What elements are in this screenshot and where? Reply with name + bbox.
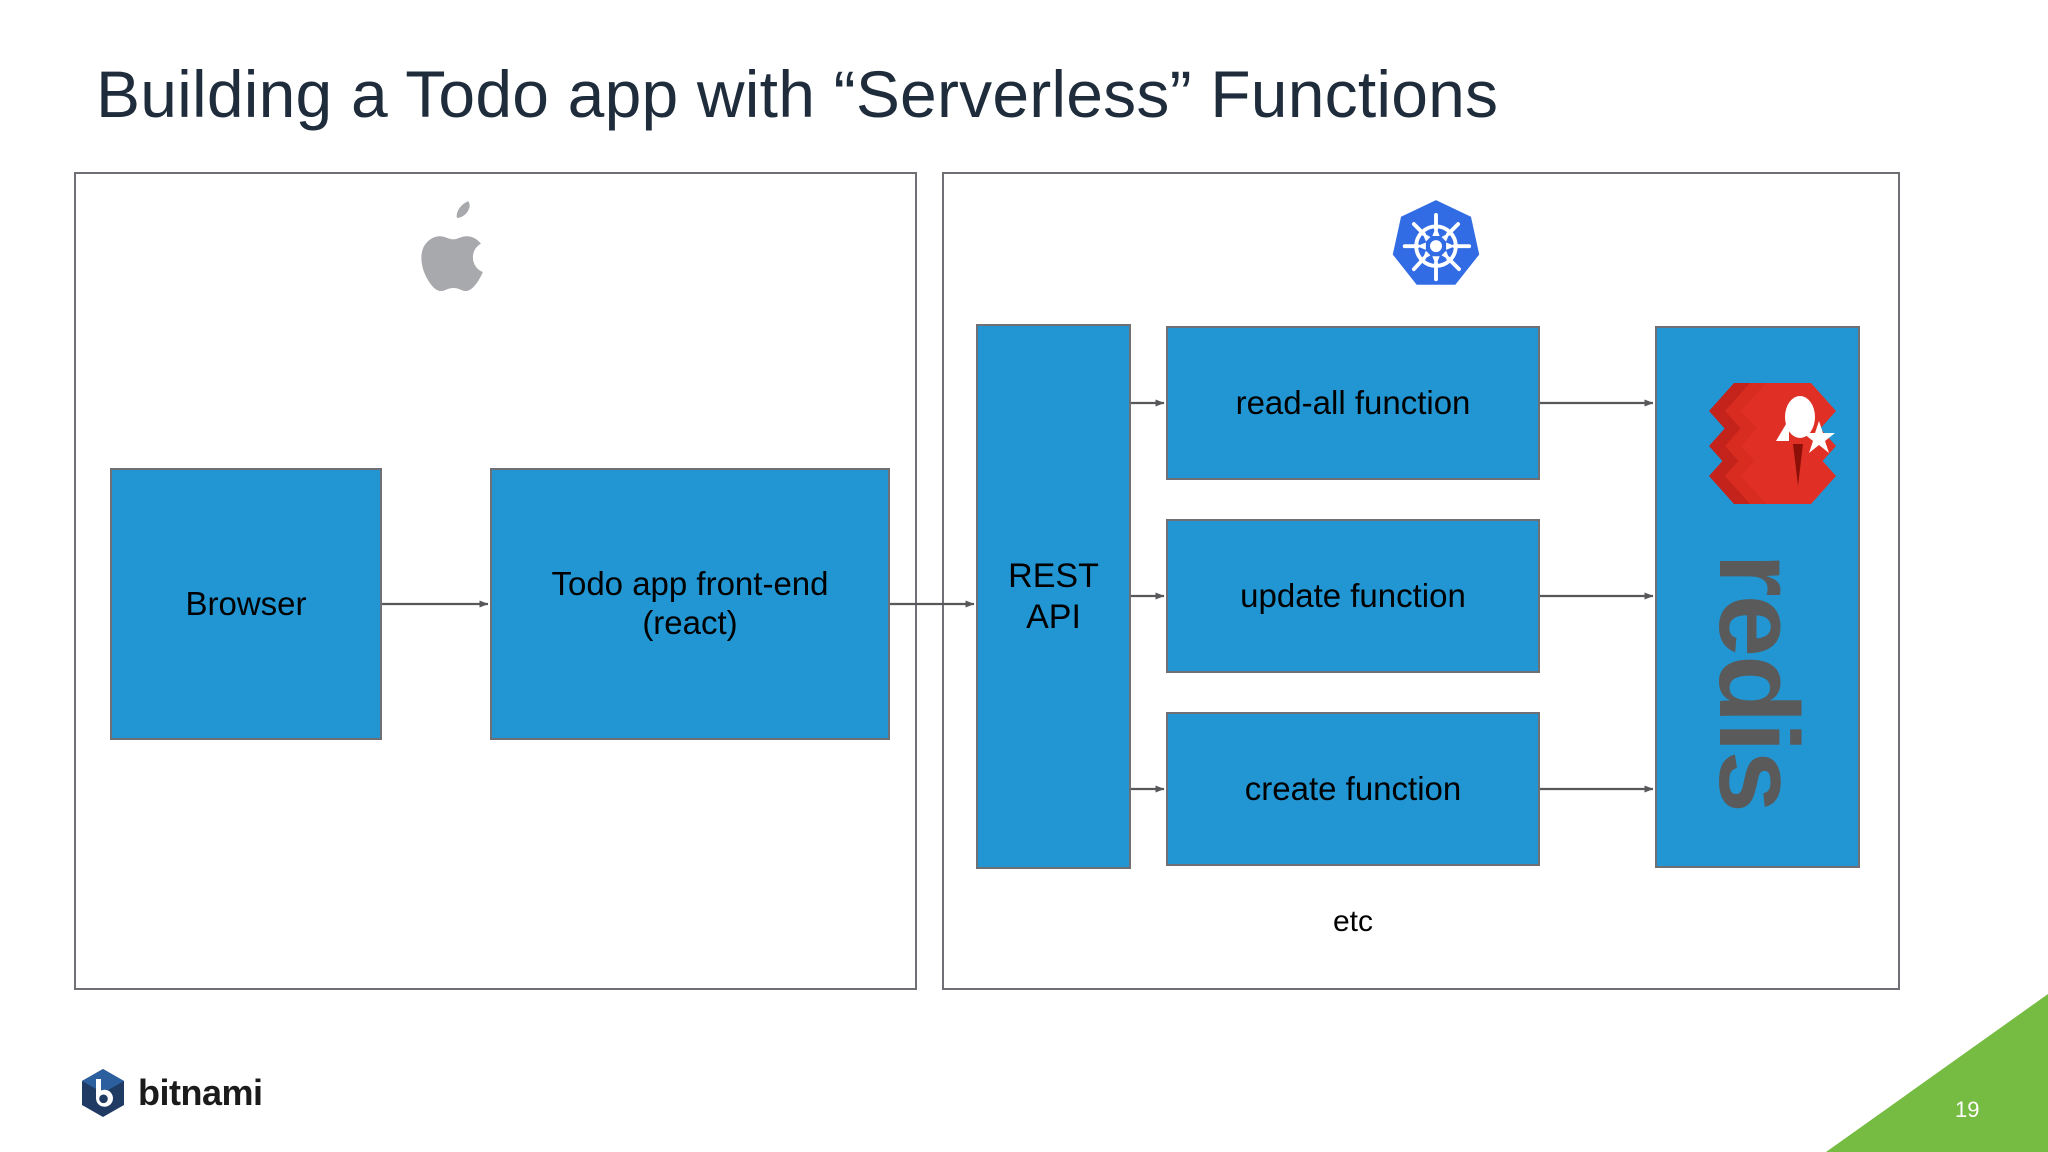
node-browser-label: Browser <box>185 584 307 622</box>
node-update-function[interactable]: update function <box>1166 519 1540 673</box>
node-read-all-function[interactable]: read-all function <box>1166 326 1540 480</box>
bitnami-wordmark: bitnami <box>138 1072 263 1113</box>
kubernetes-logo <box>1390 198 1482 298</box>
etc-caption: etc <box>1332 905 1374 938</box>
page-number: 19 <box>1955 1097 1980 1122</box>
apple-logo <box>418 198 498 294</box>
node-create-function-label: create function <box>1244 769 1462 807</box>
node-rest-api[interactable]: REST API <box>976 324 1131 869</box>
node-read-all-function-label: read-all function <box>1235 383 1471 421</box>
corner-accent-triangle <box>1826 994 2048 1152</box>
bitnami-logo: bitnami <box>80 1068 263 1118</box>
node-frontend[interactable]: Todo app front-end (react) <box>490 468 890 740</box>
node-rest-api-label: REST API <box>1008 557 1099 636</box>
node-create-function[interactable]: create function <box>1166 712 1540 866</box>
page-title: Building a Todo app with “Serverless” Fu… <box>96 57 1499 131</box>
node-update-function-label: update function <box>1240 576 1466 614</box>
node-browser[interactable]: Browser <box>110 468 382 740</box>
node-frontend-label: Todo app front-end (react) <box>551 565 829 641</box>
node-redis[interactable] <box>1655 326 1860 868</box>
bitnami-hexagon-icon <box>82 1069 124 1117</box>
